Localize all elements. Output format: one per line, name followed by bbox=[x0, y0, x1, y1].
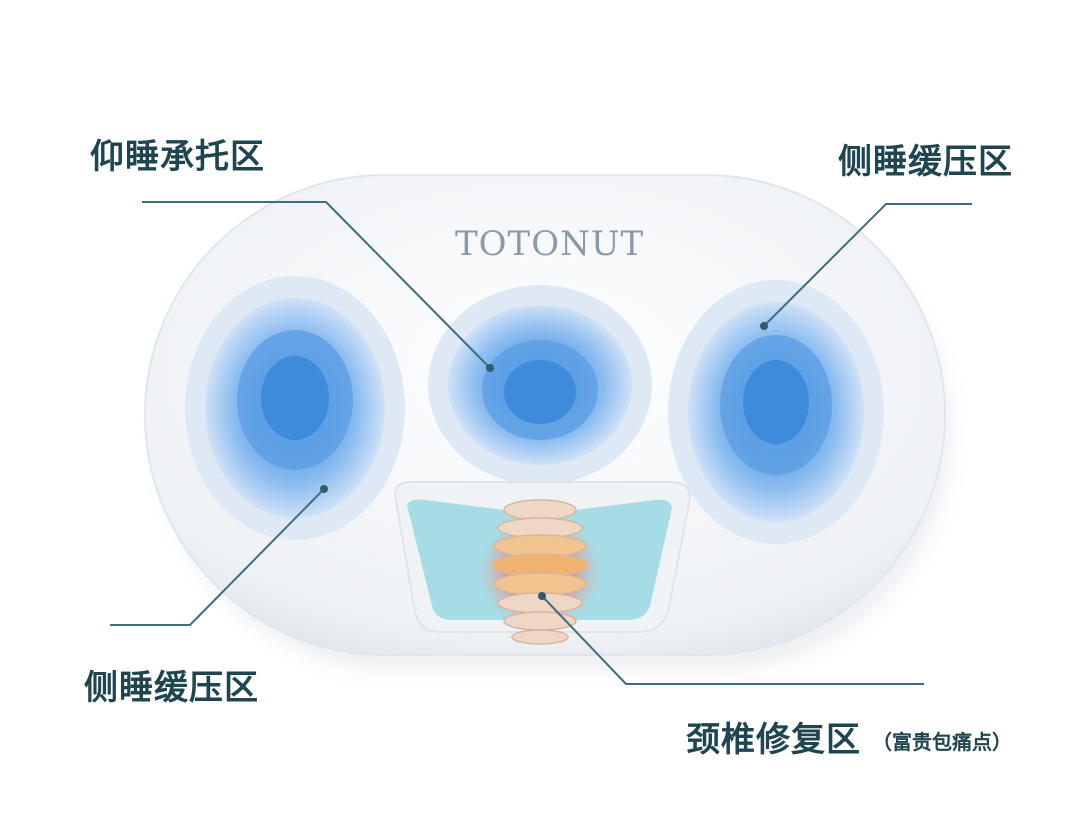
label-bottom-right: 颈椎修复区 bbox=[686, 720, 861, 760]
leader-lines bbox=[110, 201, 972, 685]
leader-dots bbox=[320, 322, 768, 600]
leader-line-bottom-left bbox=[110, 488, 325, 626]
center-back-zone bbox=[428, 285, 652, 485]
cervical-spine bbox=[491, 499, 589, 645]
label-bottom-left: 侧睡缓压区 bbox=[84, 668, 259, 708]
left-side-zone bbox=[185, 276, 405, 540]
label-bottom-right-note: （富贵包痛点） bbox=[872, 730, 1012, 754]
label-top-left: 仰睡承托区 bbox=[90, 137, 265, 177]
leader-line-top-right bbox=[763, 203, 972, 327]
brand-logo: TOTONUT bbox=[455, 224, 645, 264]
right-side-zone bbox=[668, 280, 884, 544]
leader-line-bottom-right bbox=[541, 595, 924, 685]
leader-line-top-left bbox=[142, 201, 491, 369]
label-top-right: 侧睡缓压区 bbox=[838, 142, 1013, 182]
